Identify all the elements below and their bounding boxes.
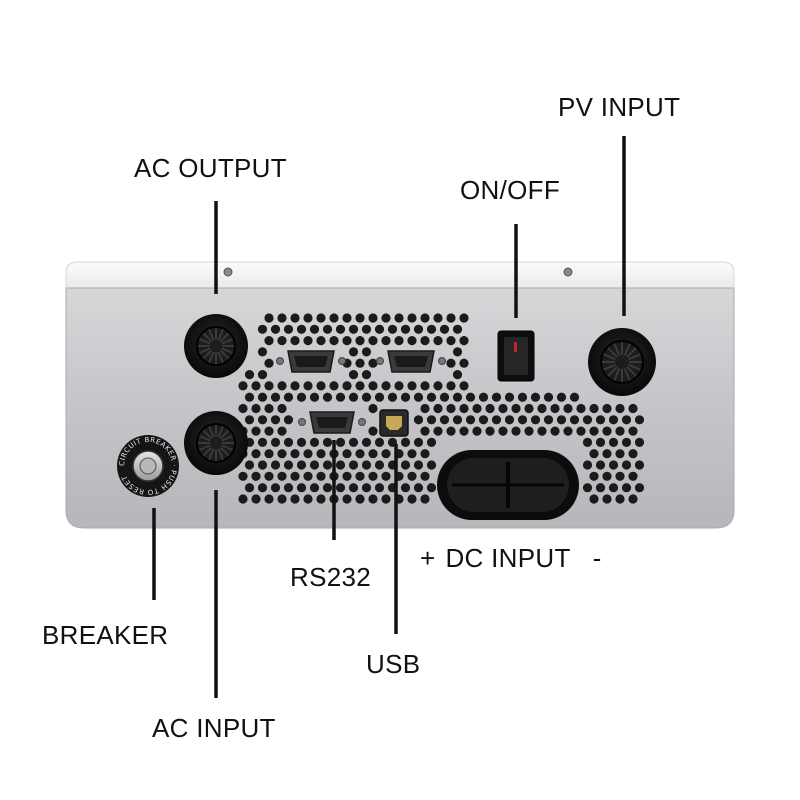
- label-rs232: RS232: [290, 562, 371, 592]
- top-cover: [65, 261, 735, 291]
- ac-output-gland: [184, 314, 248, 378]
- cover-screw-left: [223, 267, 233, 277]
- dc-input-text: DC INPUT: [445, 543, 571, 573]
- dc-plus-sign: +: [420, 543, 436, 573]
- label-on-off: ON/OFF: [460, 175, 561, 205]
- ventilation-grille: [238, 313, 645, 504]
- pv-input-gland: [588, 328, 656, 396]
- breaker-button: CIRCUIT BREAKER · PUSH TO RESET: [117, 435, 179, 497]
- db9-port-left: [276, 350, 346, 373]
- label-ac-output: AC OUTPUT: [134, 153, 287, 183]
- cover-screw-right: [563, 267, 573, 277]
- label-breaker: BREAKER: [42, 620, 169, 650]
- leader-lines: [152, 136, 626, 698]
- usb-port: [379, 409, 409, 437]
- rs232-port: [298, 411, 366, 434]
- label-dc-input: + DC INPUT-: [420, 545, 602, 571]
- label-ac-input: AC INPUT: [152, 713, 276, 743]
- label-pv-input: PV INPUT: [558, 92, 681, 122]
- ac-input-gland: [184, 411, 248, 475]
- dc-minus-sign: -: [592, 543, 602, 573]
- label-usb: USB: [366, 649, 421, 679]
- db9-port-right: [376, 350, 446, 373]
- dc-input-cover: [437, 450, 579, 520]
- on-off-switch: [497, 330, 535, 382]
